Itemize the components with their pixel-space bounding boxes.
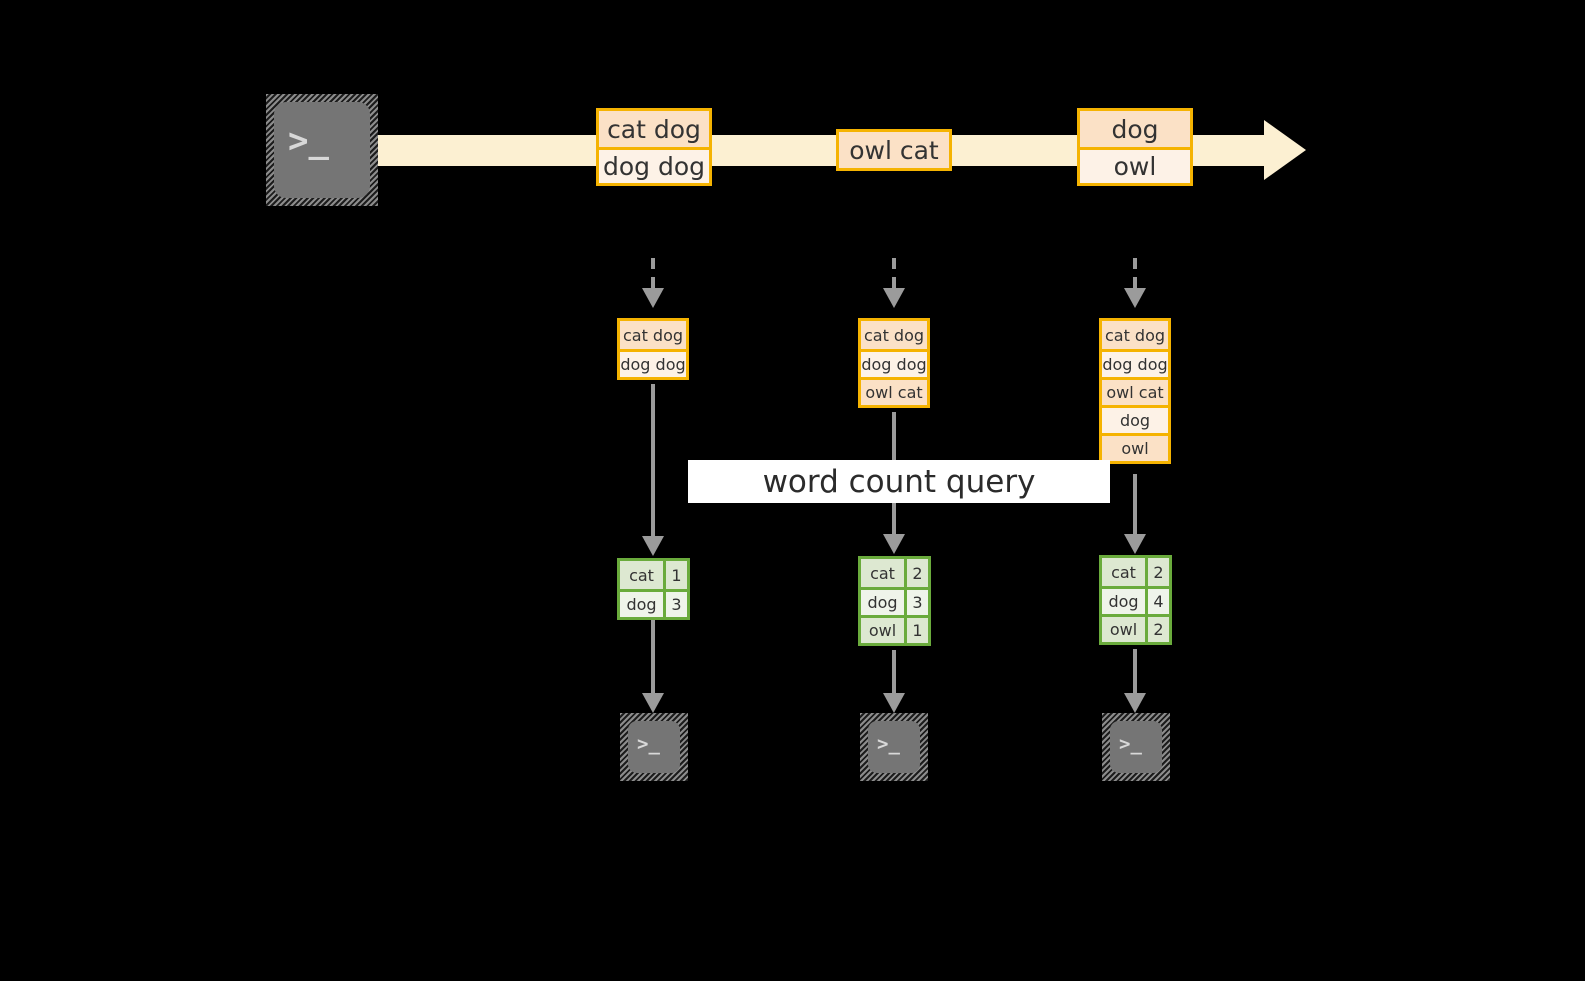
source-terminal-prompt-glyph: >_: [288, 121, 329, 161]
sink-terminal-prompt-glyph: >_: [1119, 733, 1142, 755]
snapshot-input-record: cat dog: [861, 321, 927, 349]
stream-record: dog dog: [599, 147, 709, 183]
query-label-text: word count query: [762, 463, 1036, 500]
snapshot-1-sink-terminal-icon[interactable]: >_: [620, 713, 688, 781]
snapshot-1-query-line: [651, 384, 655, 536]
stream-record: owl: [1080, 147, 1190, 183]
table-row: cat 1: [620, 561, 687, 589]
stream-record: dog: [1080, 111, 1190, 147]
snapshot-2-sink-line: [892, 650, 896, 693]
snapshot-input-record: dog: [1102, 405, 1168, 433]
table-row: dog 3: [861, 587, 928, 615]
stream-record: owl cat: [839, 132, 949, 168]
snapshot-input-record: dog dog: [1102, 349, 1168, 377]
snapshot-2-result-table: cat 2 dog 3 owl 1: [858, 556, 931, 646]
sink-terminal-screen: >_: [628, 721, 680, 773]
stream-group-2-records: owl cat: [836, 129, 952, 171]
result-word: dog: [1102, 589, 1145, 614]
table-row: cat 2: [861, 559, 928, 587]
result-count: 2: [1145, 617, 1169, 642]
snapshot-input-record: dog dog: [861, 349, 927, 377]
snapshot-3-tap-line: [1133, 258, 1137, 288]
stream-group-1-records: cat dog dog dog: [596, 108, 712, 186]
snapshot-2-query-arrowhead: [883, 534, 905, 554]
snapshot-3-tap-arrowhead: [1124, 288, 1146, 308]
result-word: owl: [861, 618, 904, 643]
snapshot-input-record: dog dog: [620, 349, 686, 377]
snapshot-input-record: owl cat: [861, 377, 927, 405]
snapshot-2-tap-line: [892, 258, 896, 288]
result-count: 3: [663, 592, 687, 617]
result-word: cat: [861, 559, 904, 587]
result-count: 3: [904, 590, 928, 615]
result-count: 4: [1145, 589, 1169, 614]
result-word: dog: [861, 590, 904, 615]
sink-terminal-prompt-glyph: >_: [637, 733, 660, 755]
snapshot-input-record: owl cat: [1102, 377, 1168, 405]
sink-terminal-screen: >_: [868, 721, 920, 773]
result-word: owl: [1102, 617, 1145, 642]
source-terminal-icon[interactable]: >_: [266, 94, 378, 206]
table-row: owl 1: [861, 615, 928, 643]
table-row: dog 3: [620, 589, 687, 617]
snapshot-3-input-records: cat dog dog dog owl cat dog owl: [1099, 318, 1171, 464]
snapshot-3-sink-terminal-icon[interactable]: >_: [1102, 713, 1170, 781]
table-row: dog 4: [1102, 586, 1169, 614]
result-count: 2: [1145, 558, 1169, 586]
table-row: cat 2: [1102, 558, 1169, 586]
sink-terminal-prompt-glyph: >_: [877, 733, 900, 755]
snapshot-1-input-records: cat dog dog dog: [617, 318, 689, 380]
snapshot-2-tap-arrowhead: [883, 288, 905, 308]
result-count: 2: [904, 559, 928, 587]
snapshot-1-sink-arrowhead: [642, 693, 664, 713]
snapshot-3-result-table: cat 2 dog 4 owl 2: [1099, 555, 1172, 645]
snapshot-2-input-records: cat dog dog dog owl cat: [858, 318, 930, 408]
snapshot-2-sink-terminal-icon[interactable]: >_: [860, 713, 928, 781]
result-word: dog: [620, 592, 663, 617]
snapshot-2-sink-arrowhead: [883, 693, 905, 713]
stream-group-3-records: dog owl: [1077, 108, 1193, 186]
result-count: 1: [663, 561, 687, 589]
snapshot-input-record: cat dog: [620, 321, 686, 349]
snapshot-3-query-arrowhead: [1124, 534, 1146, 554]
query-label: word count query: [688, 460, 1110, 503]
snapshot-1-tap-arrowhead: [642, 288, 664, 308]
stream-record: cat dog: [599, 111, 709, 147]
result-word: cat: [1102, 558, 1145, 586]
snapshot-3-sink-line: [1133, 649, 1137, 693]
snapshot-3-sink-arrowhead: [1124, 693, 1146, 713]
snapshot-3-query-line: [1133, 474, 1137, 534]
table-row: owl 2: [1102, 614, 1169, 642]
source-terminal-screen: >_: [274, 102, 370, 198]
result-count: 1: [904, 618, 928, 643]
result-word: cat: [620, 561, 663, 589]
snapshot-1-result-table: cat 1 dog 3: [617, 558, 690, 620]
snapshot-input-record: owl: [1102, 433, 1168, 461]
snapshot-1-tap-line: [651, 258, 655, 288]
sink-terminal-screen: >_: [1110, 721, 1162, 773]
snapshot-1-sink-line: [651, 620, 655, 693]
snapshot-1-query-arrowhead: [642, 536, 664, 556]
stream-arrow-head: [1264, 120, 1306, 180]
snapshot-input-record: cat dog: [1102, 321, 1168, 349]
